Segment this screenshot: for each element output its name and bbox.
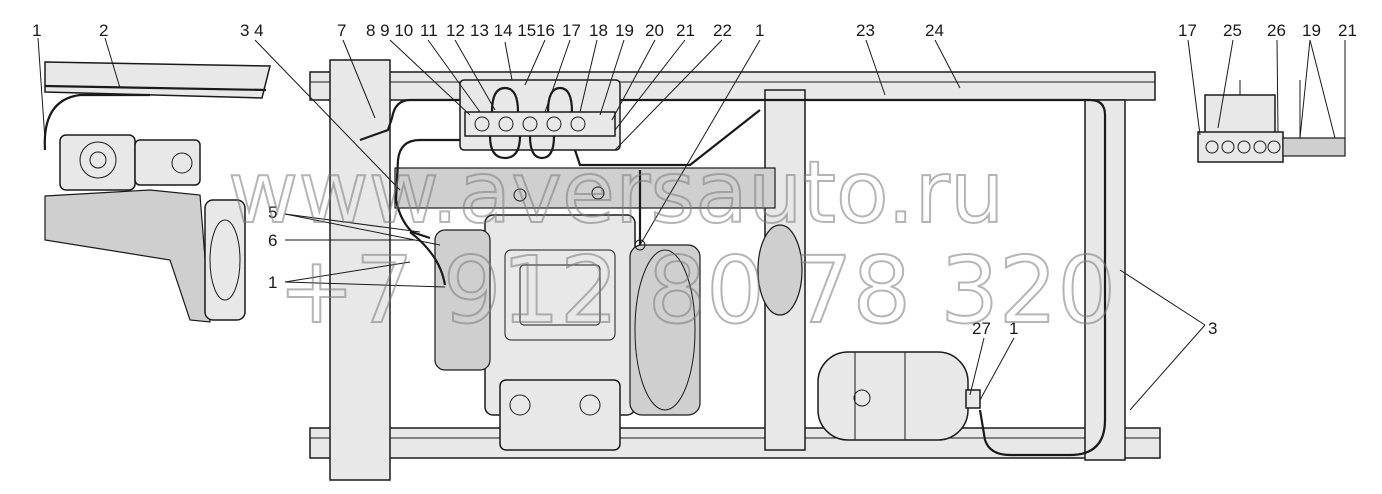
callout-21: 21 (676, 21, 695, 40)
callout-labels: 1 2 3 4 7 8 9 10 11 12 13 14 15 16 17 18… (32, 21, 1357, 338)
callout-5: 5 (268, 203, 277, 222)
callout-25: 25 (1223, 21, 1242, 40)
callout-16: 16 (536, 21, 555, 40)
callout-18: 18 (589, 21, 608, 40)
callout-3-4: 3 4 (240, 21, 264, 40)
watermark-phone: +7 912 80 78 320 (278, 237, 1116, 344)
air-tank (817, 351, 981, 441)
watermark-url: www.aversauto.ru (228, 143, 1004, 243)
callout-17: 17 (562, 21, 581, 40)
callout-24: 24 (925, 21, 944, 40)
callout-12: 12 (446, 21, 465, 40)
valve-unit-detail (1197, 80, 1346, 163)
callout-27: 27 (972, 319, 991, 338)
callout-1-low: 1 (268, 273, 277, 292)
callout-19: 19 (615, 21, 634, 40)
callout-7: 7 (337, 21, 346, 40)
callout-8-9-10: 8 9 10 (366, 21, 413, 40)
callout-1-tank: 1 (1009, 319, 1018, 338)
watermark: www.aversauto.ru +7 912 80 78 320 (227, 142, 1117, 345)
callout-11: 11 (420, 21, 438, 40)
callout-20: 20 (645, 21, 664, 40)
leader-lines (37, 37, 1346, 411)
callout-19-detail: 19 (1302, 21, 1321, 40)
callout-1-left: 1 (32, 21, 41, 40)
callout-26: 26 (1267, 21, 1286, 40)
callout-17-detail: 17 (1178, 21, 1197, 40)
callout-13-14-15: 13 14 15 (470, 21, 536, 40)
valve-block (459, 79, 621, 160)
callout-22: 22 (713, 21, 732, 40)
callout-6: 6 (268, 231, 277, 250)
callout-3: 3 (1208, 319, 1217, 338)
compressor-detail (43, 61, 271, 323)
callout-21-detail: 21 (1338, 21, 1357, 40)
gearbox (434, 186, 701, 451)
callout-1-mid: 1 (755, 21, 764, 40)
callout-2: 2 (99, 21, 108, 40)
air-lines (359, 98, 1107, 457)
callout-23: 23 (856, 21, 875, 40)
